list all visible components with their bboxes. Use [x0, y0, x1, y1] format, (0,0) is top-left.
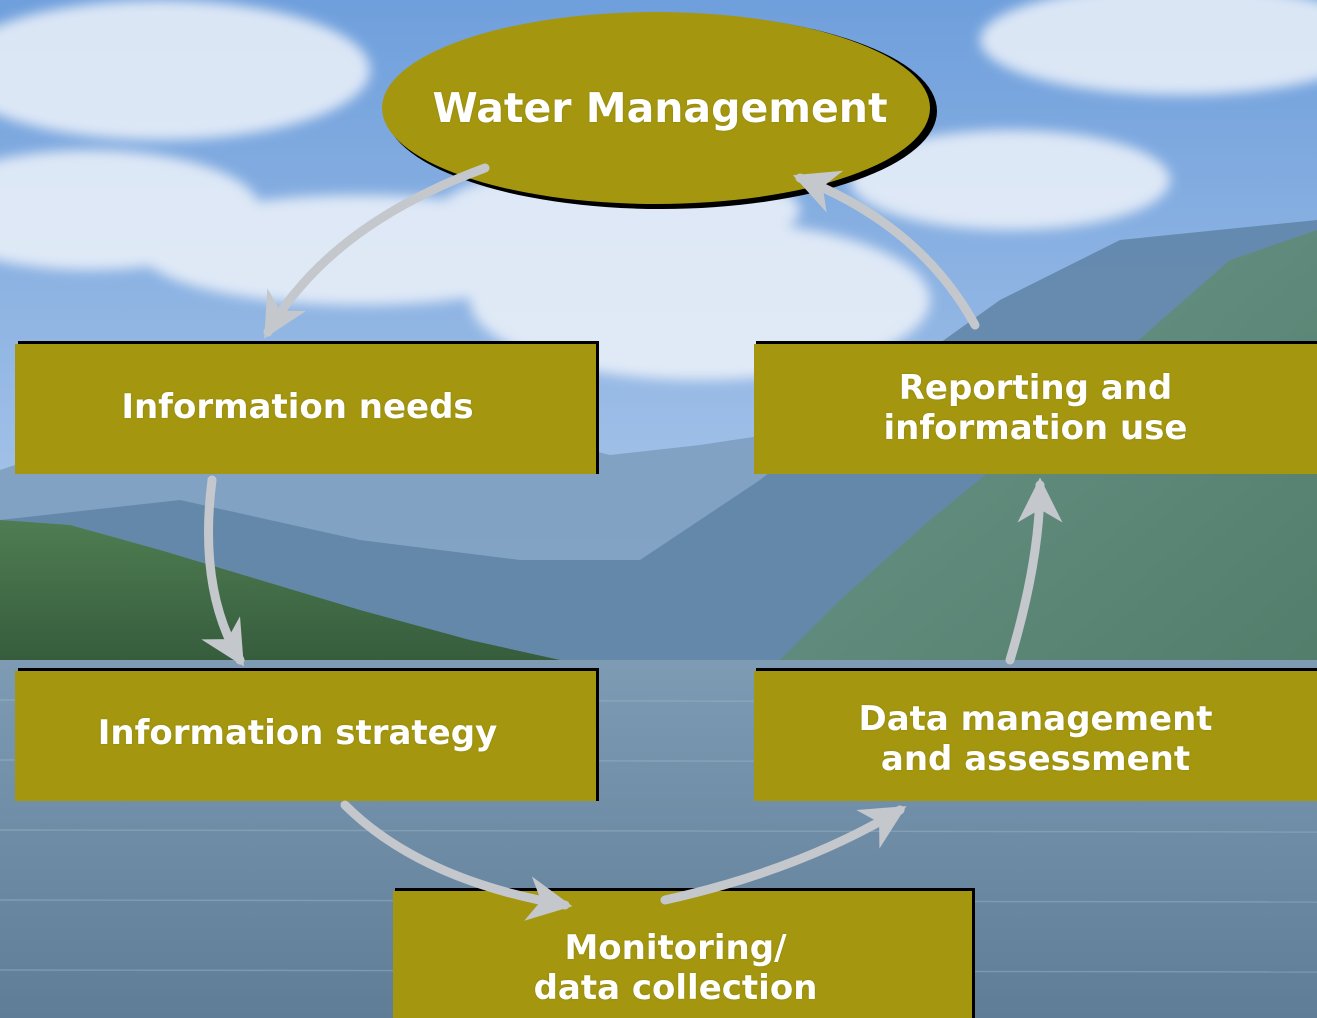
- arrow-information-needs-to-strategy: [201, 475, 245, 667]
- arrow-hub-to-information-needs: [263, 163, 490, 339]
- information-strategy-label: Information strategy: [97, 712, 498, 753]
- data-management-and-assessment-box: [754, 671, 1317, 801]
- arrow-monitoring-to-data-management: [660, 805, 907, 905]
- information-strategy-box: [15, 671, 596, 801]
- data-management-and-assessment-label: Data management and assessment: [858, 698, 1213, 779]
- diagram: [15, 12, 1317, 1018]
- water-management-hub: [382, 12, 930, 204]
- arrow-data-management-to-reporting: [1005, 477, 1063, 665]
- arrow-reporting-to-hub: [793, 170, 980, 330]
- information-needs-label: Information needs: [121, 386, 474, 427]
- monitoring-data-collection-label: Monitoring/ data collection: [533, 927, 818, 1008]
- reporting-and-information-use-box: [754, 344, 1317, 474]
- reporting-and-information-use-label: Reporting and information use: [883, 367, 1188, 448]
- monitoring-data-collection-box: [393, 891, 972, 1018]
- water-management-label: Water Management: [432, 83, 888, 132]
- arrow-strategy-to-monitoring: [340, 800, 573, 921]
- information-needs-box: [15, 344, 596, 474]
